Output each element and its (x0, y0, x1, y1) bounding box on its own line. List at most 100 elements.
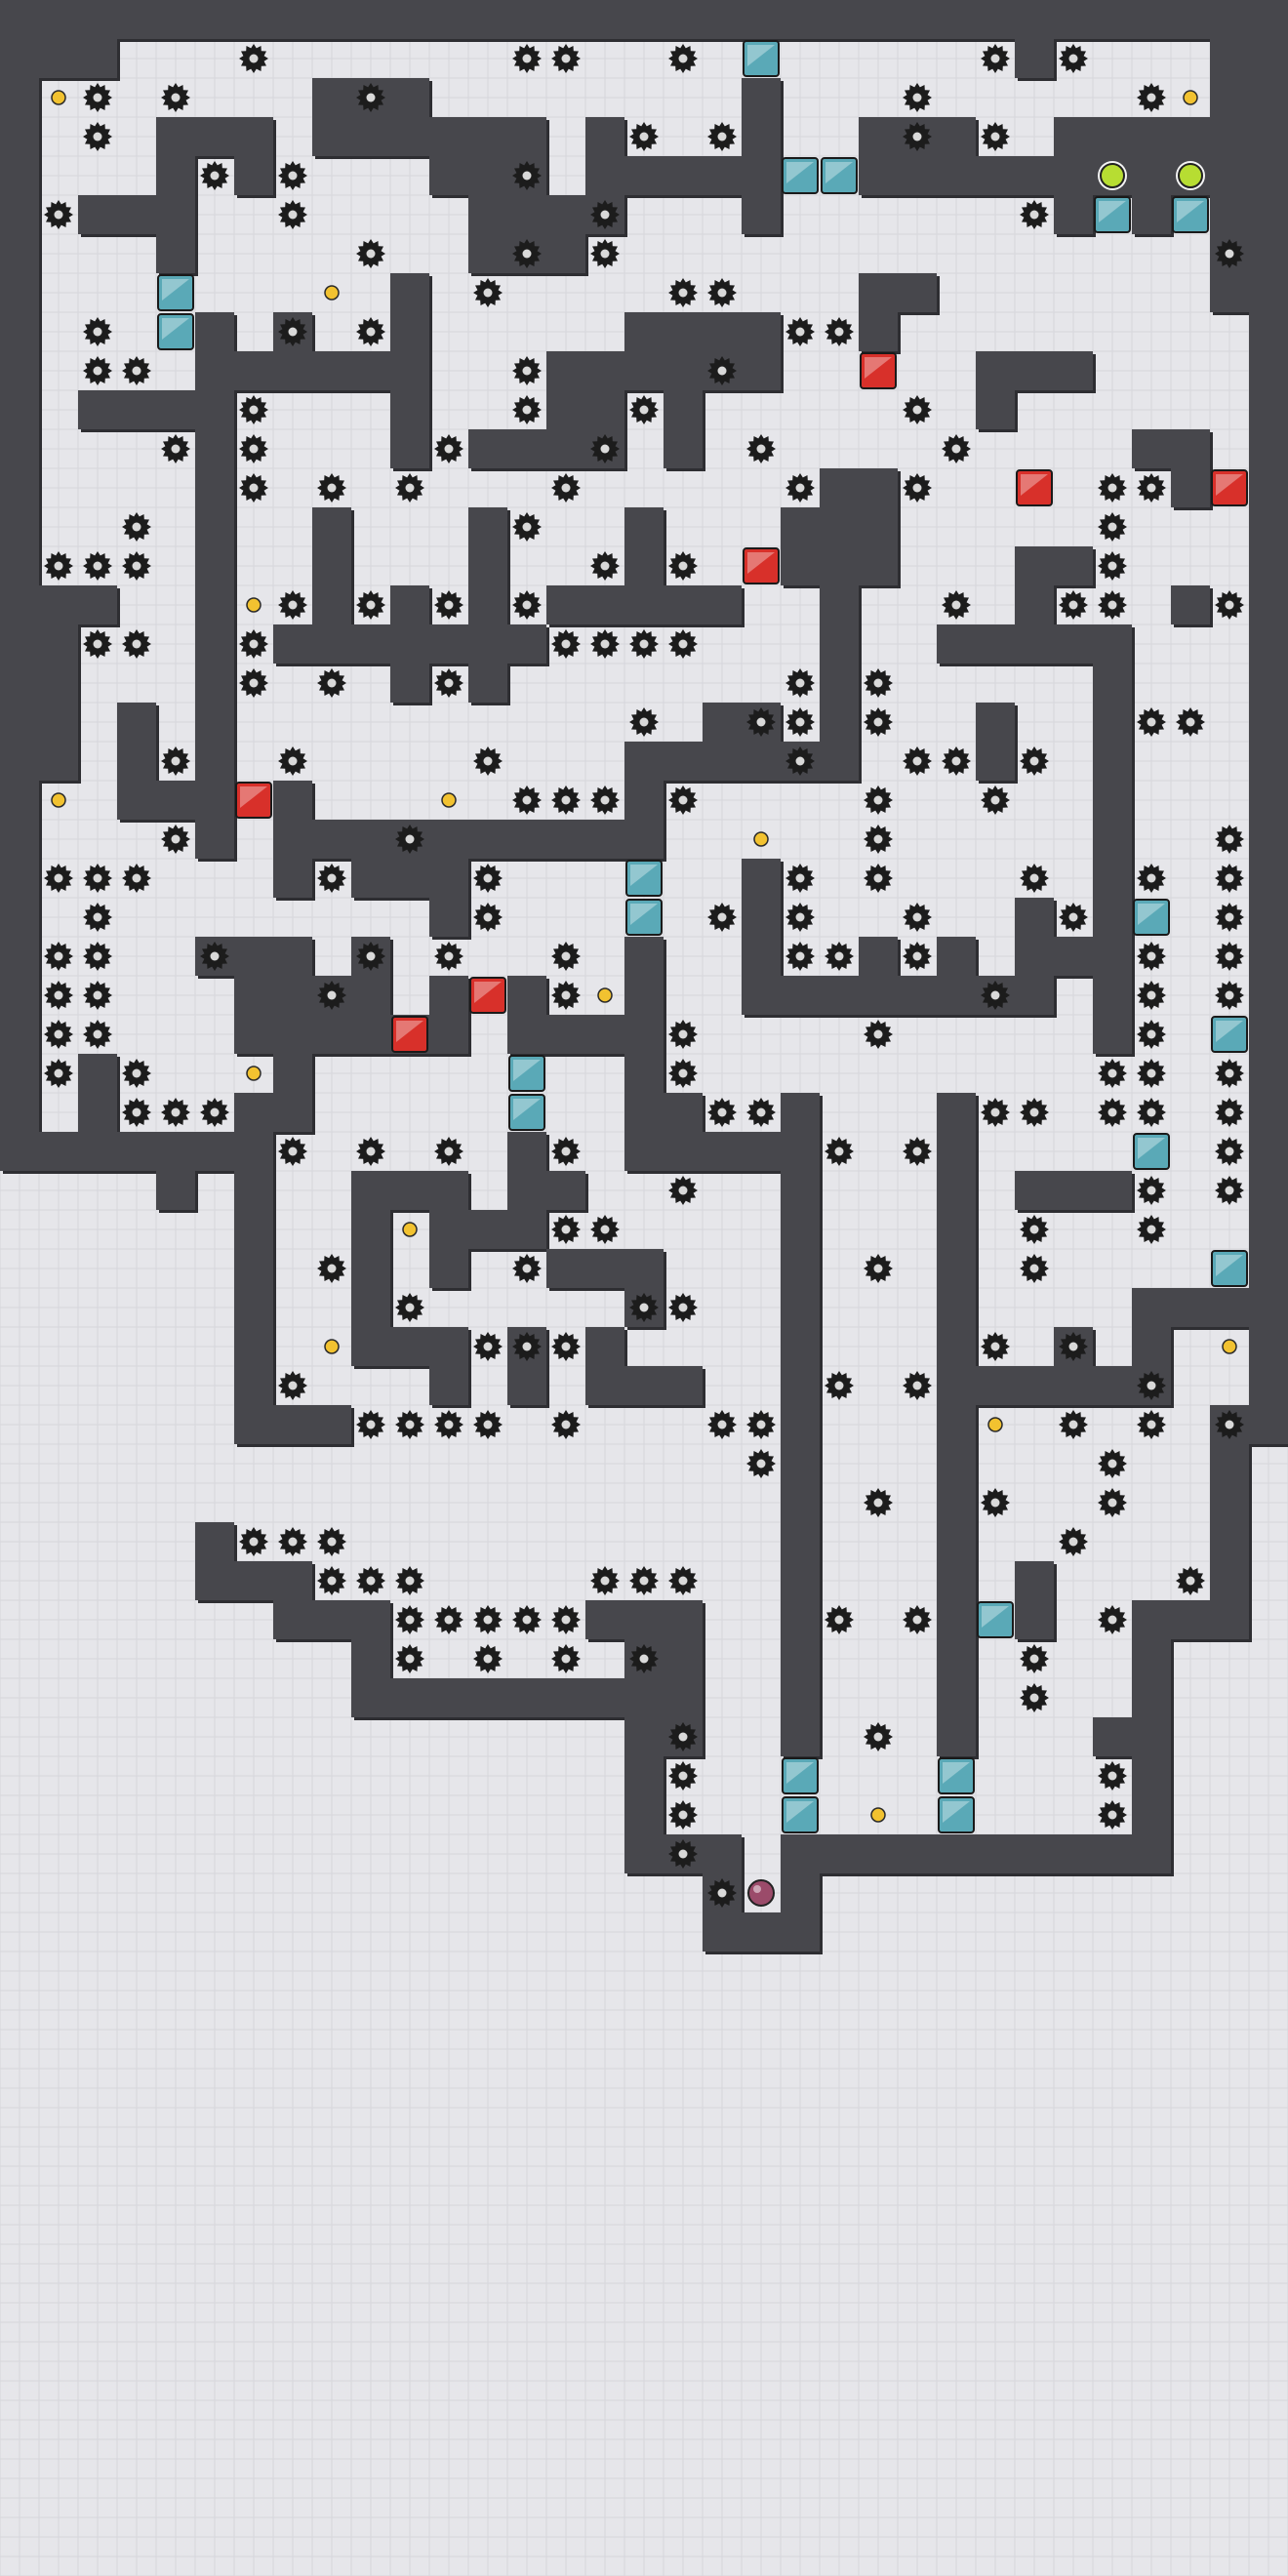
saw-icon (434, 1410, 463, 1439)
saw-hub (93, 990, 102, 1000)
saw-icon (1215, 590, 1244, 620)
red-block-shine (1216, 474, 1243, 496)
wall-segment (429, 1327, 468, 1405)
saw-hub (873, 717, 883, 727)
saw-icon (239, 395, 268, 424)
saw-hub (912, 132, 922, 141)
saw-hub (405, 1303, 415, 1312)
red-block-body (743, 547, 780, 584)
saw-icon (512, 785, 542, 815)
saw-icon (395, 1566, 424, 1595)
saw-hub (132, 366, 141, 376)
saw-hub (483, 1420, 493, 1429)
saw-icon (356, 1410, 385, 1439)
goal-disc (1100, 163, 1125, 188)
saw-hub (873, 1498, 883, 1508)
saw-hub (990, 132, 1000, 141)
teal-block-shine (1177, 201, 1204, 222)
saw-icon (83, 356, 112, 385)
saw-icon (981, 1332, 1010, 1361)
saw-icon (83, 551, 112, 581)
wall-segment (390, 78, 429, 156)
saw-icon (122, 629, 151, 659)
wall-segment (234, 1405, 351, 1444)
saw-icon (981, 1098, 1010, 1127)
saw-hub (1225, 600, 1234, 610)
saw-hub (93, 561, 102, 571)
red-block (1211, 469, 1248, 506)
saw-icon (864, 785, 893, 815)
saw-icon (395, 1293, 424, 1322)
saw-icon (629, 122, 659, 151)
saw-icon (473, 1644, 503, 1673)
coin-icon (753, 831, 769, 847)
saw-icon (707, 1098, 737, 1127)
wall-segment (976, 351, 1015, 429)
saw-hub (717, 366, 727, 376)
wall-segment (39, 703, 78, 781)
saw-icon (395, 825, 424, 854)
saw-icon (395, 473, 424, 503)
wall-segment (273, 1600, 351, 1639)
saw-icon (434, 1137, 463, 1166)
saw-icon (551, 473, 581, 503)
saw-hub (93, 366, 102, 376)
saw-hub (483, 912, 493, 922)
saw-hub (1107, 1459, 1117, 1469)
saw-icon (122, 551, 151, 581)
saw-hub (93, 873, 102, 883)
saw-icon (942, 746, 971, 776)
wall-segment (234, 1093, 273, 1444)
wall-segment (859, 468, 898, 585)
saw-icon (864, 1488, 893, 1517)
red-block-body (1016, 469, 1053, 506)
teal-block-shine (630, 904, 658, 925)
saw-icon (864, 707, 893, 737)
saw-hub (1068, 1420, 1078, 1429)
saw-hub (405, 483, 415, 493)
saw-hub (1147, 873, 1156, 883)
saw-icon (668, 1839, 698, 1869)
wall-segment (585, 820, 664, 859)
saw-hub (249, 483, 259, 493)
saw-icon (278, 590, 307, 620)
saw-hub (795, 717, 805, 727)
saw-icon (473, 1410, 503, 1439)
saw-icon (590, 551, 620, 581)
saw-hub (795, 873, 805, 883)
saw-hub (1147, 1225, 1156, 1234)
saw-hub (171, 444, 181, 454)
saw-icon (44, 551, 73, 581)
saw-icon (200, 942, 229, 971)
wall-segment (585, 351, 664, 390)
wall-segment (1210, 1405, 1249, 1639)
saw-icon (512, 1605, 542, 1634)
saw-hub (600, 210, 610, 220)
saw-hub (756, 444, 766, 454)
wall-segment (1093, 624, 1132, 1054)
saw-hub (678, 1810, 688, 1820)
saw-icon (1215, 1137, 1244, 1166)
saw-icon (434, 942, 463, 971)
saw-icon (200, 1098, 229, 1127)
teal-block (782, 1757, 819, 1794)
saw-hub (93, 1029, 102, 1039)
coin-icon (1183, 90, 1198, 105)
saw-icon (44, 200, 73, 229)
saw-icon (473, 746, 503, 776)
saw-icon (864, 864, 893, 893)
saw-icon (473, 864, 503, 893)
saw-icon (981, 785, 1010, 815)
teal-block (1211, 1250, 1248, 1287)
saw-hub (561, 1654, 571, 1664)
wall-segment (468, 507, 507, 703)
saw-hub (912, 756, 922, 766)
saw-hub (522, 1615, 532, 1625)
saw-icon (785, 864, 815, 893)
saw-hub (1225, 249, 1234, 259)
saw-icon (239, 668, 268, 698)
saw-hub (249, 444, 259, 454)
coin-icon (324, 1339, 340, 1354)
saw-hub (1147, 1029, 1156, 1039)
saw-icon (122, 864, 151, 893)
